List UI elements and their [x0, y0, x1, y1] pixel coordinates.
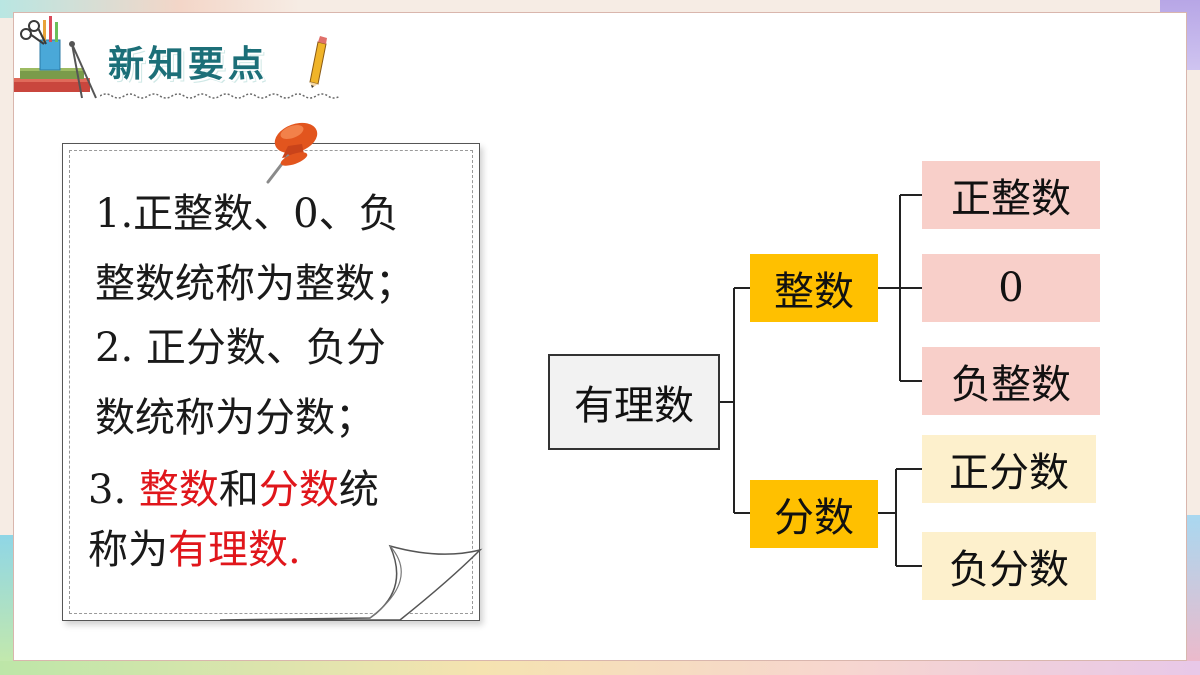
note-line-1: 1.正整数、0、负: [95, 191, 399, 237]
note-line-6-suffix: .: [288, 527, 301, 573]
note-line-6: 称为有理数.: [88, 526, 301, 574]
stationery-books-icon: [14, 16, 97, 99]
node-positive-integer: 正整数: [922, 161, 1100, 229]
node-negative-fraction: 负分数: [922, 532, 1096, 600]
pushpin-icon: [266, 122, 318, 184]
note-card-dashed-border: [69, 150, 473, 614]
note-line-4: 数统称为分数；: [95, 395, 375, 441]
highlight-integer: 整数: [138, 467, 219, 513]
note-line-2: 整数统称为整数；: [95, 261, 415, 307]
note-card: [62, 143, 480, 621]
node-positive-fraction: 正分数: [922, 435, 1096, 503]
pencil-icon: [309, 36, 327, 88]
title-underline: [100, 93, 340, 99]
note-line-5-prefix: 3.: [88, 467, 139, 513]
note-line-5: 3. 整数和分数统: [88, 466, 379, 514]
bottom-decoration-strip: [0, 661, 1200, 675]
highlight-rational: 有理数: [168, 527, 288, 573]
page-curl-decoration: [220, 544, 483, 621]
page-title: 新知要点: [108, 43, 269, 85]
node-rational-number: 有理数: [548, 354, 720, 450]
node-negative-integer: 负整数: [922, 347, 1100, 415]
node-integer: 整数: [750, 254, 878, 322]
note-line-5-mid: 和: [218, 467, 259, 513]
note-line-3: 2. 正分数、负分: [95, 325, 386, 371]
highlight-fraction: 分数: [258, 467, 339, 513]
node-fraction: 分数: [750, 480, 878, 548]
node-zero: 0: [922, 254, 1100, 322]
note-line-5-suffix: 统: [338, 467, 379, 513]
note-line-6-prefix: 称为: [88, 527, 168, 573]
